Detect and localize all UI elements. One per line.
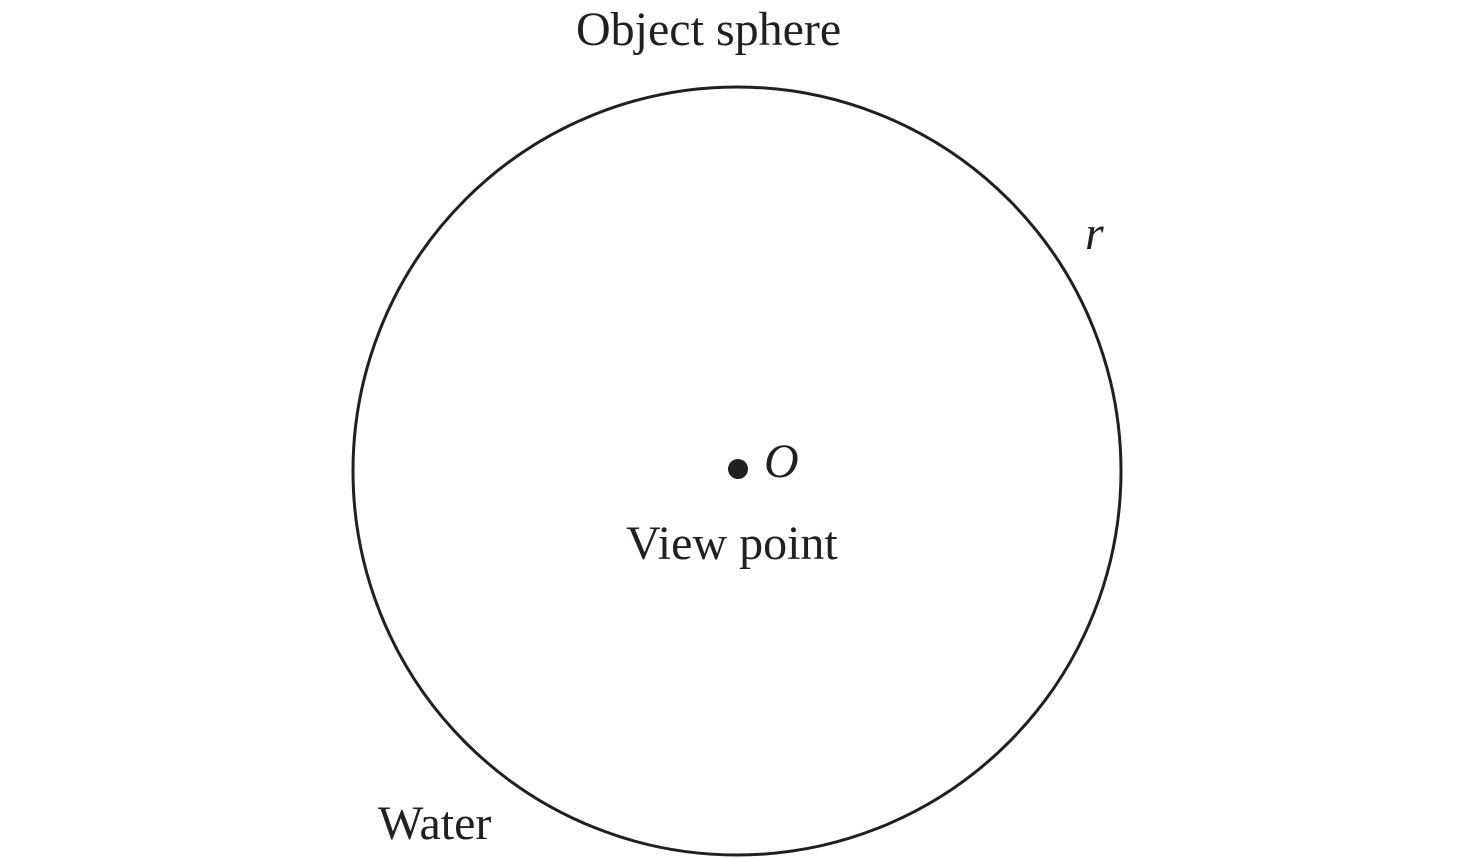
viewpoint-label: View point — [626, 517, 838, 570]
radius-label: r — [1085, 207, 1104, 260]
center-label: O — [764, 435, 799, 488]
water-label: Water — [378, 797, 492, 850]
object-sphere-circle — [351, 85, 1123, 857]
center-point — [728, 459, 748, 479]
object-sphere-label: Object sphere — [576, 3, 842, 56]
